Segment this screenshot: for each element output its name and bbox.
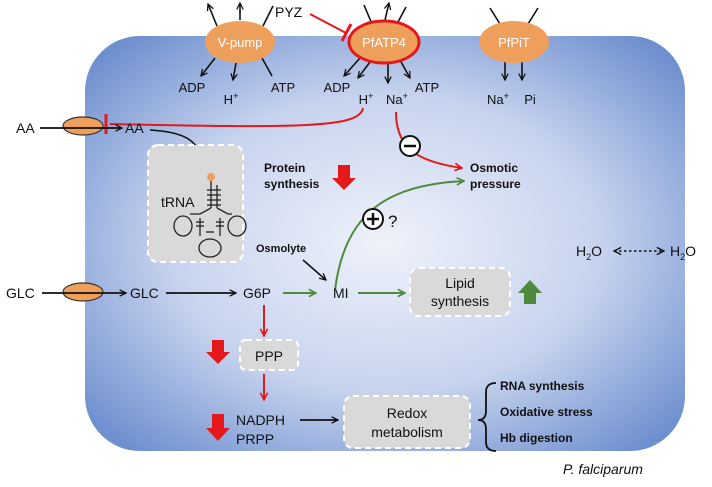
aa-transporter-icon xyxy=(62,116,104,136)
protein-synthesis-line1: Protein xyxy=(264,161,305,175)
g6p-label: G6P xyxy=(243,285,271,301)
redox-line2: metabolism xyxy=(371,424,443,440)
downstream-rna-synthesis: RNA synthesis xyxy=(500,379,585,393)
glc-outside: GLC xyxy=(6,285,35,301)
vpump-ellipse xyxy=(205,21,275,63)
osmolyte-label: Osmolyte xyxy=(256,243,306,255)
pfpit-label: PfPiT xyxy=(498,35,530,50)
mi-label: MI xyxy=(333,285,349,301)
redox-metabolism-box xyxy=(343,395,471,449)
nadph-label: NADPH xyxy=(236,412,285,428)
downstream-hb-digestion: Hb digestion xyxy=(500,431,573,445)
pfatp4-naplus: Na+ xyxy=(386,91,408,107)
pyz-inhibition-bar xyxy=(340,23,353,42)
glc-transporter-icon xyxy=(62,282,104,302)
pfpit-pi: Pi xyxy=(524,92,536,107)
pfatp4-label: PfATP4 xyxy=(362,35,406,50)
vpump-transporter: V-pump xyxy=(201,3,275,80)
pfatp4-transporter: PfATP4 xyxy=(344,3,421,83)
pfatp4-atp: ATP xyxy=(415,80,439,95)
redox-line1: Redox xyxy=(387,405,427,421)
pfatp4-adp: ADP xyxy=(324,80,351,95)
pyz-label: PYZ xyxy=(275,4,303,20)
parasite-cell xyxy=(85,36,685,451)
question-mark: ? xyxy=(388,212,397,231)
vpump-atp: ATP xyxy=(271,80,295,95)
lipid-synthesis-box xyxy=(409,267,511,317)
vpump-adp: ADP xyxy=(179,80,206,95)
vpump-label: V-pump xyxy=(218,35,263,50)
pfatp4-ellipse xyxy=(347,19,421,65)
pfpit-naplus: Na+ xyxy=(487,91,509,107)
protein-synthesis-down-arrow-icon xyxy=(332,165,356,190)
aa-inside: AA xyxy=(125,120,144,136)
trna-box xyxy=(147,144,244,263)
ppp-label: PPP xyxy=(255,348,283,364)
lipid-synthesis-line2: synthesis xyxy=(431,293,489,309)
nadph-down-arrow-icon xyxy=(206,414,230,441)
ppp-down-arrow-icon xyxy=(206,340,230,364)
ppp-box xyxy=(239,339,299,371)
osmotic-pressure-line1: Osmotic xyxy=(470,161,518,175)
downstream-oxidative-stress: Oxidative stress xyxy=(500,405,593,419)
trna-label: tRNA xyxy=(161,194,195,210)
downstream-bracket xyxy=(477,382,497,452)
h2o-outside: H2O xyxy=(670,243,696,262)
lipid-synthesis-up-arrow-icon xyxy=(518,280,542,304)
prpp-label: PRPP xyxy=(236,431,274,447)
osmotic-pressure-line2: pressure xyxy=(470,177,521,191)
hplus-inhibition-curve xyxy=(109,107,364,128)
protein-synthesis-line2: synthesis xyxy=(264,177,320,191)
pyz-inhibition-line xyxy=(309,13,347,34)
h2o-inside: H2O xyxy=(576,243,602,262)
trna-icon xyxy=(173,173,247,258)
mi-osmotic-arrow xyxy=(334,181,464,291)
glc-inside: GLC xyxy=(130,285,159,301)
lipid-synthesis-line1: Lipid xyxy=(445,275,475,291)
aa-outside: AA xyxy=(16,120,35,136)
pfpit-ellipse xyxy=(479,21,549,63)
pfpit-transporter: PfPiT xyxy=(479,7,549,80)
organism-label: P. falciparum xyxy=(563,461,643,477)
